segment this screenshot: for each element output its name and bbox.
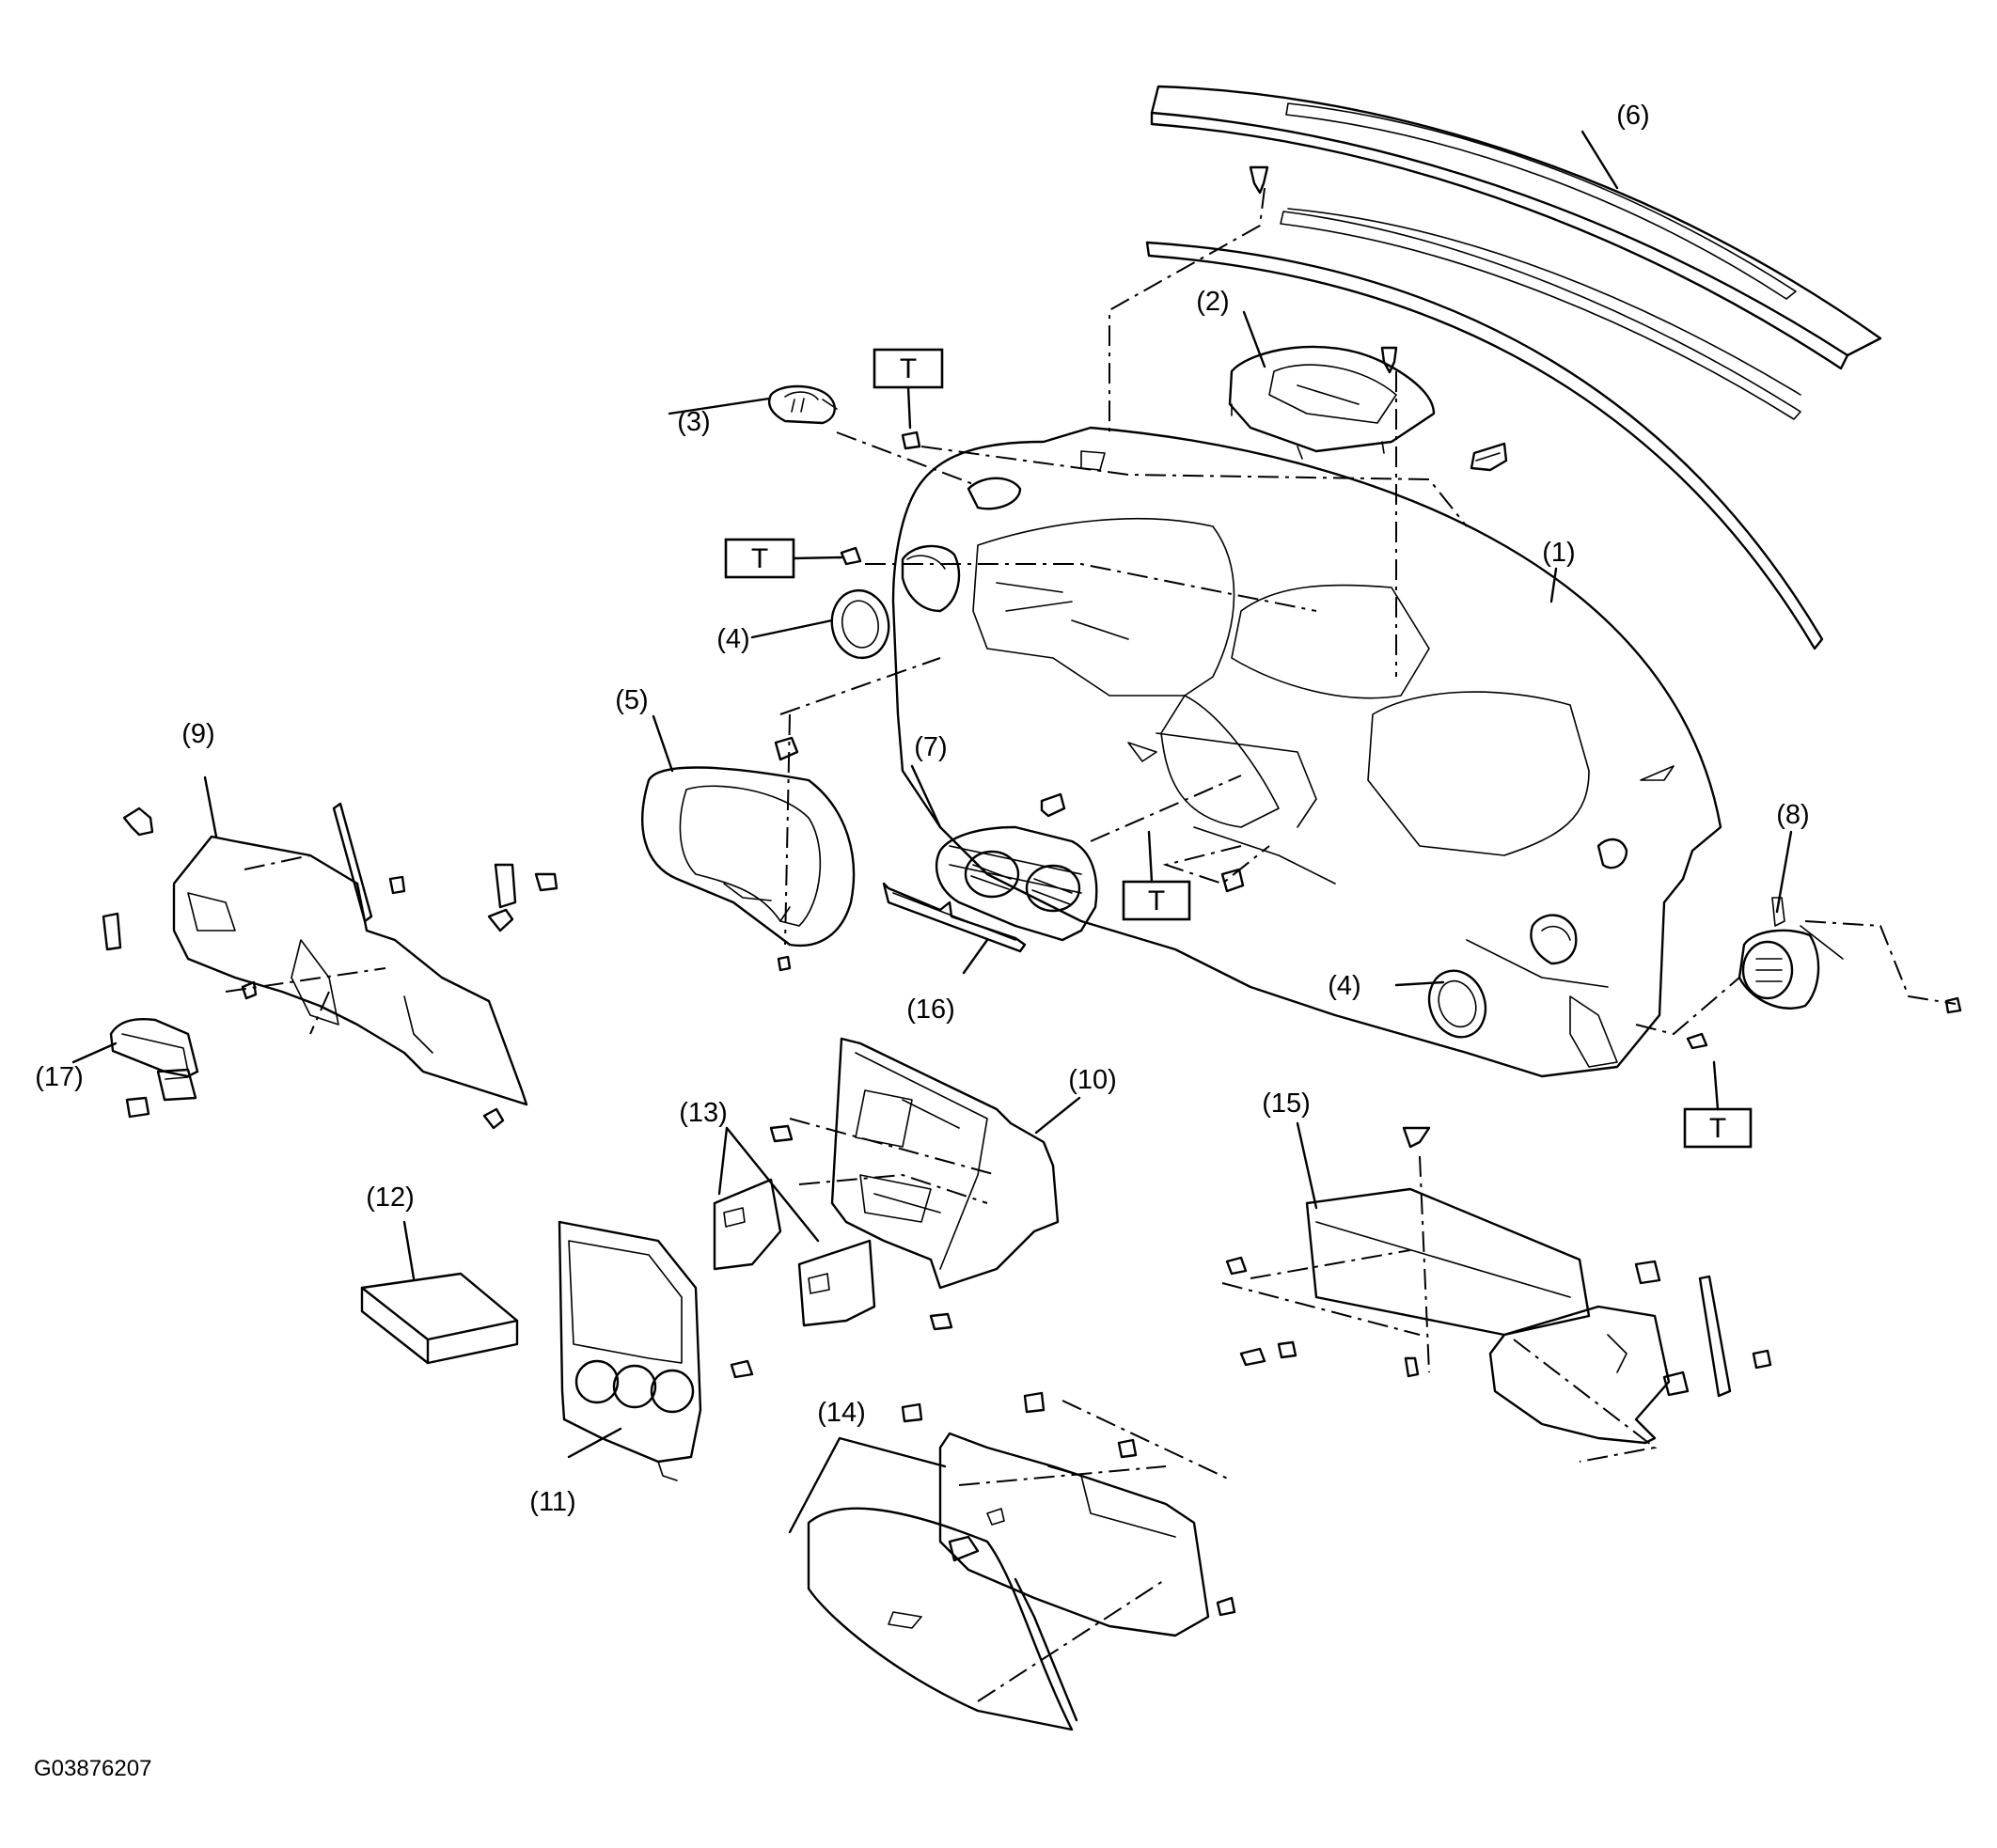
callout-labels: (6) (2) (3) (1) (4) (5) (7) (8) (9) (4) … bbox=[35, 101, 1810, 1517]
fastener-icons bbox=[730, 431, 1962, 1617]
part-17-coin-tray bbox=[109, 1018, 199, 1078]
callout-14: (14) bbox=[817, 1398, 866, 1428]
callout-11: (11) bbox=[529, 1487, 575, 1517]
callout-3: (3) bbox=[677, 407, 710, 437]
clip-icon bbox=[774, 736, 1245, 893]
figure-code: G03876207 bbox=[34, 1756, 151, 1781]
clip-icon bbox=[1470, 442, 1508, 472]
part-9-lower-cover-driver bbox=[172, 802, 528, 1106]
svg-text:T: T bbox=[900, 353, 917, 384]
callout-16: (16) bbox=[906, 994, 955, 1025]
part-15-lower-cover-passenger bbox=[1305, 1126, 1732, 1445]
assembly-leader-lines bbox=[225, 187, 1957, 1702]
callout-2: (2) bbox=[1196, 287, 1229, 317]
callout-4-left: (4) bbox=[716, 624, 749, 654]
part-8-side-vent bbox=[1738, 897, 1844, 1010]
part-9-fasteners bbox=[102, 807, 558, 1130]
part-4-vent-ring-right bbox=[1427, 969, 1487, 1039]
part-10-center-bracket bbox=[830, 1037, 1060, 1290]
torque-marker-top: T bbox=[873, 348, 944, 430]
part-14-glove-box bbox=[807, 1432, 1210, 1731]
svg-text:T: T bbox=[751, 543, 768, 574]
part-2-defroster-grille bbox=[1228, 345, 1436, 460]
svg-text:T: T bbox=[1709, 1113, 1726, 1144]
part-11-center-panel bbox=[558, 1220, 702, 1481]
callout-leaders bbox=[71, 130, 1793, 1534]
part-12-radio-box bbox=[360, 1272, 519, 1365]
part-1-instrument-panel bbox=[891, 426, 1722, 1078]
callout-15: (15) bbox=[1262, 1088, 1311, 1119]
torque-marker-center: T bbox=[1122, 830, 1191, 921]
callout-8: (8) bbox=[1776, 800, 1809, 830]
torque-marker-left: T bbox=[724, 538, 843, 579]
callout-12: (12) bbox=[366, 1182, 415, 1213]
part-5-meter-visor bbox=[641, 766, 856, 947]
part-13-bracket-plates bbox=[713, 1178, 876, 1327]
part-7-center-vent bbox=[935, 825, 1098, 942]
callout-1: (1) bbox=[1542, 538, 1575, 568]
callout-6: (6) bbox=[1616, 101, 1649, 131]
callout-10: (10) bbox=[1068, 1065, 1117, 1095]
callout-5: (5) bbox=[615, 685, 648, 715]
part-16-bracket bbox=[882, 882, 1027, 953]
callout-13: (13) bbox=[679, 1098, 728, 1128]
svg-text:T: T bbox=[1148, 885, 1165, 916]
part-4-vent-ring-left bbox=[830, 588, 890, 660]
callout-17: (17) bbox=[35, 1062, 84, 1092]
part-6-instrument-panel-pad bbox=[1145, 85, 1882, 650]
callout-9: (9) bbox=[181, 719, 214, 749]
callout-7: (7) bbox=[914, 732, 947, 762]
callout-4-right: (4) bbox=[1328, 971, 1360, 1001]
clip-icon bbox=[1249, 165, 1398, 374]
torque-marker-right: T bbox=[1683, 1060, 1753, 1149]
part-3-speaker-cover bbox=[767, 384, 838, 425]
